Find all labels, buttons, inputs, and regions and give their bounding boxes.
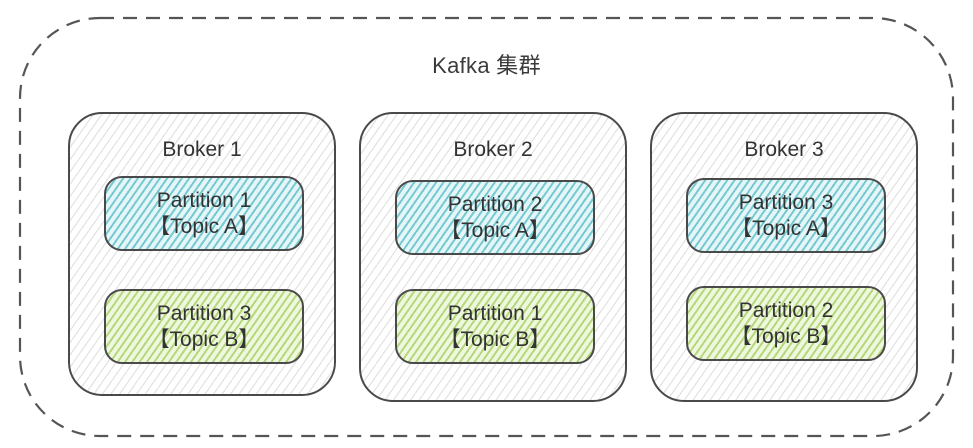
partition-label: Partition 3 [156, 301, 252, 325]
partition-box-topic-a: Partition 2 【Topic A】 [395, 180, 595, 255]
partition-topic: 【Topic B】 [439, 327, 551, 351]
broker-3: Broker 3 Partition 3 【Topic A】 Partition… [650, 112, 918, 402]
partition-topic: 【Topic A】 [440, 218, 550, 242]
broker-title: Broker 3 [744, 138, 824, 161]
partition-label: Partition 3 [738, 190, 834, 214]
partition-box-topic-b: Partition 2 【Topic B】 [686, 286, 886, 361]
broker-title: Broker 1 [162, 138, 242, 161]
partition-label: Partition 2 [447, 192, 543, 216]
partition-label: Partition 1 [156, 188, 252, 212]
partition-box-topic-a: Partition 1 【Topic A】 [104, 176, 304, 251]
partition-box-topic-b: Partition 3 【Topic B】 [104, 289, 304, 364]
cluster-title: Kafka 集群 [432, 53, 541, 78]
broker-2: Broker 2 Partition 2 【Topic A】 Partition… [359, 112, 627, 402]
partition-box-topic-a: Partition 3 【Topic A】 [686, 178, 886, 253]
partition-topic: 【Topic A】 [149, 214, 259, 238]
partition-label: Partition 1 [447, 301, 543, 325]
partition-box-topic-b: Partition 1 【Topic B】 [395, 289, 595, 364]
partition-label: Partition 2 [738, 298, 834, 322]
partition-topic: 【Topic B】 [730, 324, 842, 348]
broker-title: Broker 2 [453, 138, 533, 161]
partition-topic: 【Topic A】 [731, 216, 841, 240]
broker-1: Broker 1 Partition 1 【Topic A】 Partition… [68, 112, 336, 396]
partition-topic: 【Topic B】 [148, 327, 260, 351]
